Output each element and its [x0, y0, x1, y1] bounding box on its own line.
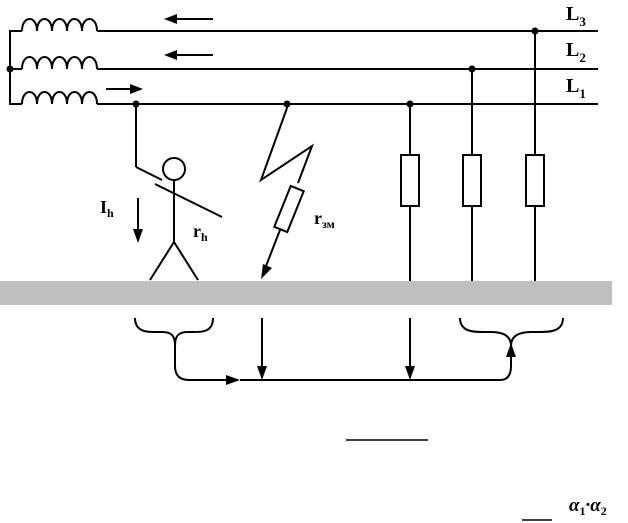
arrowhead-icon: [261, 264, 272, 279]
left-brace: [134, 317, 214, 347]
conductor-to-hand: [135, 166, 163, 181]
left-return-path: [174, 346, 228, 381]
ground-plane: [0, 281, 612, 305]
arrowhead-icon: [164, 14, 177, 24]
label-rh: rh: [193, 221, 208, 244]
label-l1: L1: [566, 75, 586, 101]
conductors: [9, 30, 598, 105]
ground-fault: [259, 104, 315, 279]
rzm-resistor: [272, 184, 306, 234]
arrowhead-icon: [164, 50, 177, 60]
arrowhead-icon: [257, 366, 267, 380]
insulation-resistor-l2: [462, 154, 482, 207]
label-ih: Ih: [100, 197, 114, 220]
formula-alpha-product: α1·α2: [569, 495, 607, 518]
arrowhead-icon: [130, 84, 143, 94]
insulation-resistors: [400, 31, 545, 281]
right-return-path: [499, 356, 512, 381]
person-head-icon: [162, 157, 186, 181]
insulation-resistor-l3: [525, 154, 545, 207]
winding-l1-icon: [21, 91, 98, 105]
current-return-paths: [134, 317, 564, 385]
winding-l2-icon: [21, 56, 98, 70]
winding-l3-icon: [21, 18, 98, 32]
arrowhead-icon: [133, 229, 143, 243]
label-l3: L3: [566, 3, 586, 29]
transformer-windings: [21, 18, 98, 105]
person-arm-icon: [154, 183, 223, 218]
person-legs-icon: [149, 240, 199, 281]
label-rzm: rзм: [314, 208, 335, 231]
labels: L3 L2 L1 Ih rh rзм α1·α2: [100, 3, 607, 518]
arrowhead-icon: [506, 343, 516, 357]
insulation-resistor-l1: [400, 154, 420, 207]
junction-dot: [6, 65, 14, 73]
arrowhead-icon: [226, 375, 240, 385]
label-l2: L2: [566, 39, 586, 65]
fault-to-ground-line: [265, 229, 281, 267]
arrowhead-icon: [405, 366, 415, 380]
right-brace: [459, 317, 564, 347]
formula-lines: [346, 439, 552, 521]
person-touching-conductor: [133, 104, 223, 281]
junction-dots: [6, 27, 539, 108]
current-direction-arrows: [106, 14, 213, 94]
lightning-fault-icon: [259, 107, 315, 184]
